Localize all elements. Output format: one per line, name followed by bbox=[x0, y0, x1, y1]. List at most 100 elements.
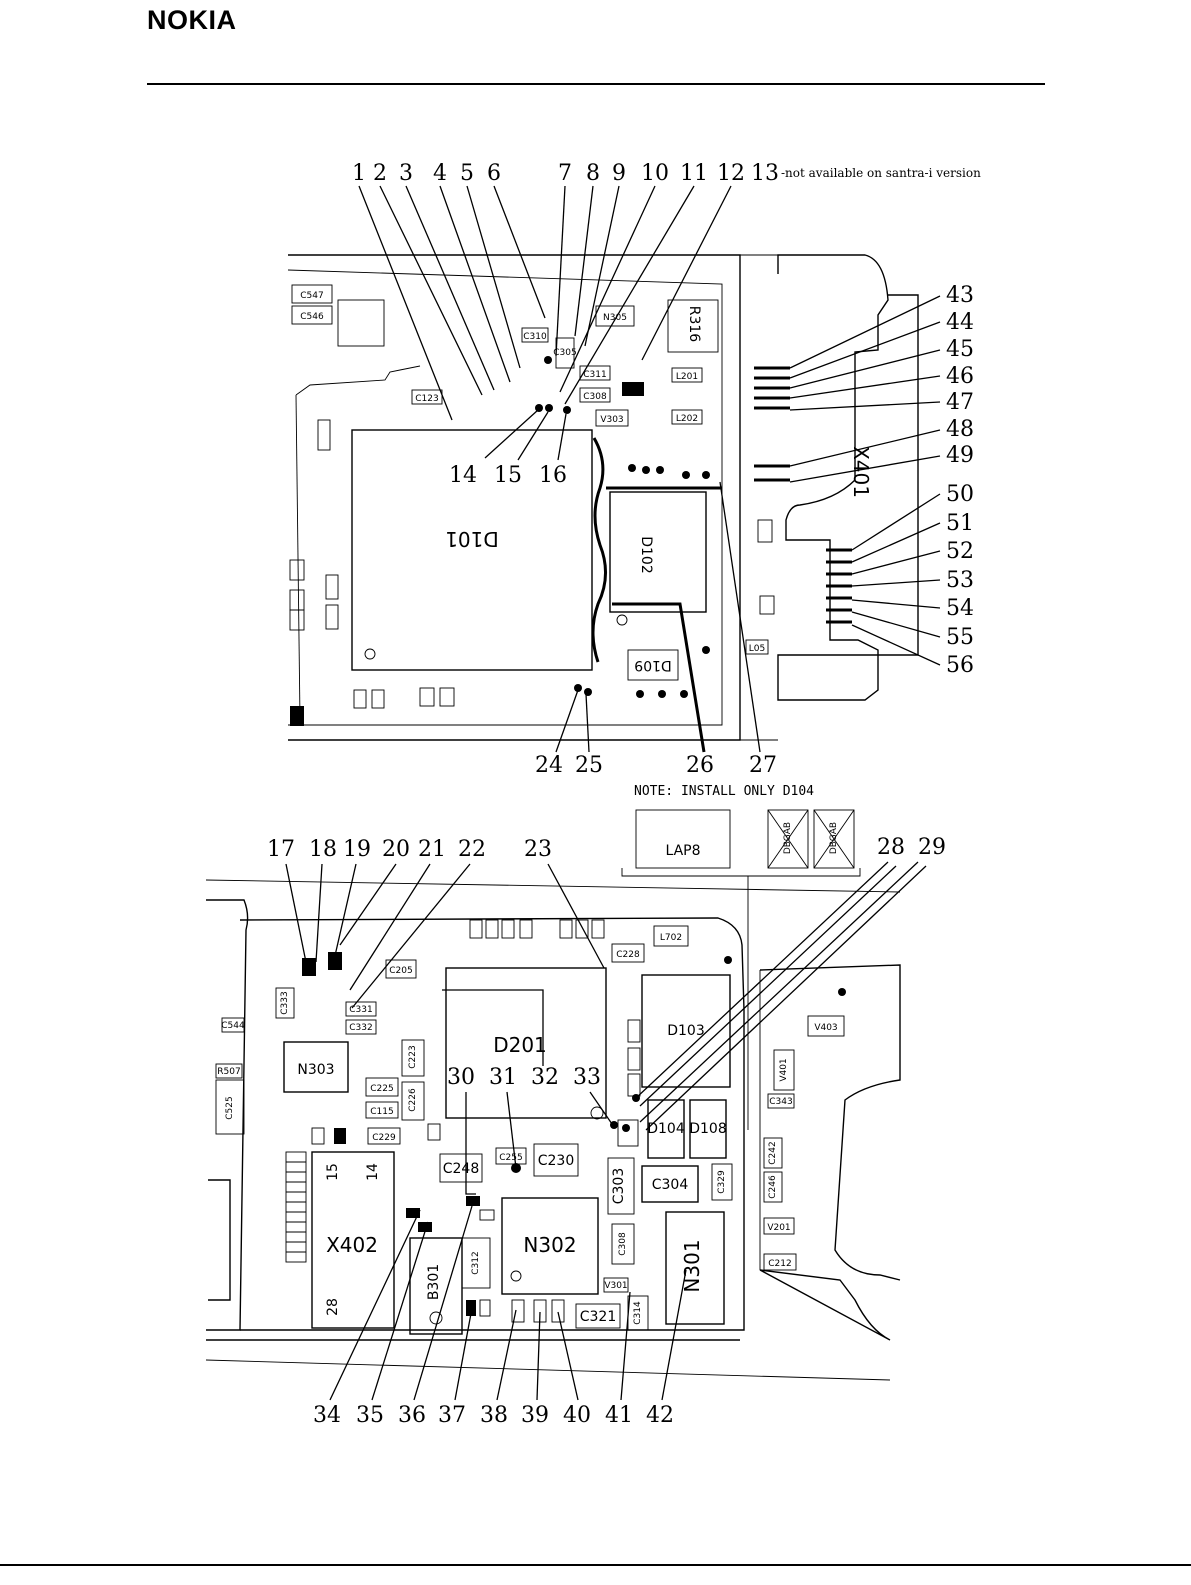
connector-x402: X402 15 14 28 bbox=[285, 1151, 395, 1329]
header-rule bbox=[147, 83, 1045, 85]
svg-text:B301: B301 bbox=[426, 1264, 442, 1300]
svg-text:25: 25 bbox=[575, 753, 603, 778]
chip-d104-d108: D104 D108 bbox=[647, 1099, 727, 1159]
svg-text:C304: C304 bbox=[652, 1177, 689, 1193]
svg-text:48: 48 bbox=[946, 417, 974, 442]
top-board-outline bbox=[287, 254, 919, 741]
svg-text:26: 26 bbox=[686, 753, 714, 778]
svg-text:C333: C333 bbox=[280, 991, 290, 1014]
svg-text:12: 12 bbox=[717, 161, 745, 186]
svg-text:14: 14 bbox=[449, 463, 477, 488]
svg-text:28: 28 bbox=[325, 1298, 341, 1316]
svg-text:V301: V301 bbox=[604, 1281, 627, 1291]
svg-text:C242: C242 bbox=[768, 1141, 778, 1164]
svg-text:15: 15 bbox=[494, 463, 522, 488]
svg-text:D109: D109 bbox=[634, 657, 672, 673]
svg-text:C228: C228 bbox=[616, 950, 640, 960]
svg-text:R316: R316 bbox=[686, 306, 702, 343]
svg-text:C329: C329 bbox=[717, 1170, 727, 1194]
svg-text:50: 50 bbox=[946, 482, 974, 507]
svg-text:14: 14 bbox=[365, 1163, 381, 1181]
chip-n301: N301 bbox=[665, 1211, 725, 1325]
label-x401: X401 bbox=[849, 446, 873, 498]
svg-text:C305: C305 bbox=[553, 348, 576, 358]
chip-d109: D109 bbox=[627, 649, 679, 681]
svg-text:11: 11 bbox=[680, 161, 708, 186]
svg-text:40: 40 bbox=[563, 1403, 591, 1428]
svg-text:28: 28 bbox=[877, 835, 905, 860]
svg-text:C123: C123 bbox=[415, 394, 438, 404]
svg-text:C115: C115 bbox=[370, 1107, 393, 1117]
svg-text:V403: V403 bbox=[814, 1023, 837, 1033]
note-area: NOTE: INSTALL ONLY D104 LAP8 DBGAB DBGAB bbox=[621, 784, 861, 1130]
svg-text:DBGAB: DBGAB bbox=[829, 822, 839, 854]
svg-text:D104: D104 bbox=[647, 1121, 685, 1137]
svg-text:V401: V401 bbox=[779, 1058, 789, 1081]
svg-text:8: 8 bbox=[586, 161, 600, 186]
svg-text:37: 37 bbox=[438, 1403, 466, 1428]
svg-text:C343: C343 bbox=[769, 1097, 792, 1107]
svg-text:V201: V201 bbox=[767, 1223, 790, 1233]
svg-text:13: 13 bbox=[751, 161, 779, 186]
svg-text:D201: D201 bbox=[493, 1033, 547, 1057]
chip-n303: N303 bbox=[283, 1041, 349, 1093]
svg-text:C308: C308 bbox=[618, 1232, 628, 1256]
svg-text:24: 24 bbox=[535, 753, 563, 778]
x401-pins bbox=[754, 366, 852, 624]
svg-text:53: 53 bbox=[946, 568, 974, 593]
svg-text:31: 31 bbox=[489, 1065, 517, 1090]
svg-text:C544: C544 bbox=[221, 1021, 245, 1031]
svg-text:C226: C226 bbox=[408, 1088, 418, 1112]
svg-text:V303: V303 bbox=[600, 415, 623, 425]
svg-text:54: 54 bbox=[946, 596, 974, 621]
top-test-pads bbox=[535, 356, 710, 698]
svg-text:X402: X402 bbox=[326, 1233, 378, 1257]
chip-d102: D102 bbox=[609, 491, 707, 626]
svg-text:39: 39 bbox=[521, 1403, 549, 1428]
svg-text:7: 7 bbox=[558, 161, 572, 186]
trace-d101 bbox=[591, 437, 607, 663]
svg-text:C255: C255 bbox=[499, 1153, 522, 1163]
footer-rule bbox=[0, 1564, 1191, 1566]
chip-d103: D103 bbox=[641, 974, 731, 1088]
svg-text:C225: C225 bbox=[370, 1084, 393, 1094]
svg-text:C212: C212 bbox=[768, 1259, 791, 1269]
svg-text:17: 17 bbox=[267, 837, 295, 862]
callouts-mid-top: 14 15 16 bbox=[449, 409, 567, 488]
svg-text:4: 4 bbox=[433, 161, 447, 186]
svg-text:49: 49 bbox=[946, 443, 974, 468]
svg-text:36: 36 bbox=[398, 1403, 426, 1428]
svg-text:N302: N302 bbox=[523, 1233, 576, 1257]
svg-text:C321: C321 bbox=[580, 1309, 617, 1325]
svg-text:20: 20 bbox=[382, 837, 410, 862]
svg-text:42: 42 bbox=[646, 1403, 674, 1428]
svg-text:DBGAB: DBGAB bbox=[783, 822, 793, 854]
svg-text:C303: C303 bbox=[611, 1168, 627, 1205]
svg-text:52: 52 bbox=[946, 539, 974, 564]
svg-text:C312: C312 bbox=[471, 1251, 481, 1274]
svg-text:32: 32 bbox=[531, 1065, 559, 1090]
chip-n302: N302 bbox=[501, 1197, 599, 1295]
svg-text:R507: R507 bbox=[217, 1067, 240, 1077]
svg-text:15: 15 bbox=[325, 1163, 341, 1181]
svg-text:35: 35 bbox=[356, 1403, 384, 1428]
svg-text:D108: D108 bbox=[689, 1121, 727, 1137]
svg-text:C230: C230 bbox=[538, 1153, 575, 1169]
svg-text:9: 9 bbox=[612, 161, 626, 186]
svg-text:2: 2 bbox=[373, 161, 387, 186]
callouts-right-top: 43 44 45 46 47 48 49 50 51 52 53 54 55 5… bbox=[789, 283, 974, 678]
svg-text:C223: C223 bbox=[408, 1045, 418, 1068]
svg-text:47: 47 bbox=[946, 390, 974, 415]
svg-text:D103: D103 bbox=[667, 1023, 705, 1039]
callouts-bottom-row: 34 35 36 37 38 39 40 41 42 bbox=[313, 1205, 687, 1428]
callouts-bottom-top: 24 25 26 27 bbox=[535, 481, 777, 778]
svg-text:16: 16 bbox=[539, 463, 567, 488]
callouts-bottom-mid: 30 31 32 33 bbox=[447, 1065, 613, 1195]
svg-text:6: 6 bbox=[487, 161, 501, 186]
svg-text:C525: C525 bbox=[225, 1096, 235, 1119]
svg-text:43: 43 bbox=[946, 283, 974, 308]
svg-text:30: 30 bbox=[447, 1065, 475, 1090]
svg-text:C314: C314 bbox=[633, 1301, 643, 1325]
svg-text:56: 56 bbox=[946, 653, 974, 678]
